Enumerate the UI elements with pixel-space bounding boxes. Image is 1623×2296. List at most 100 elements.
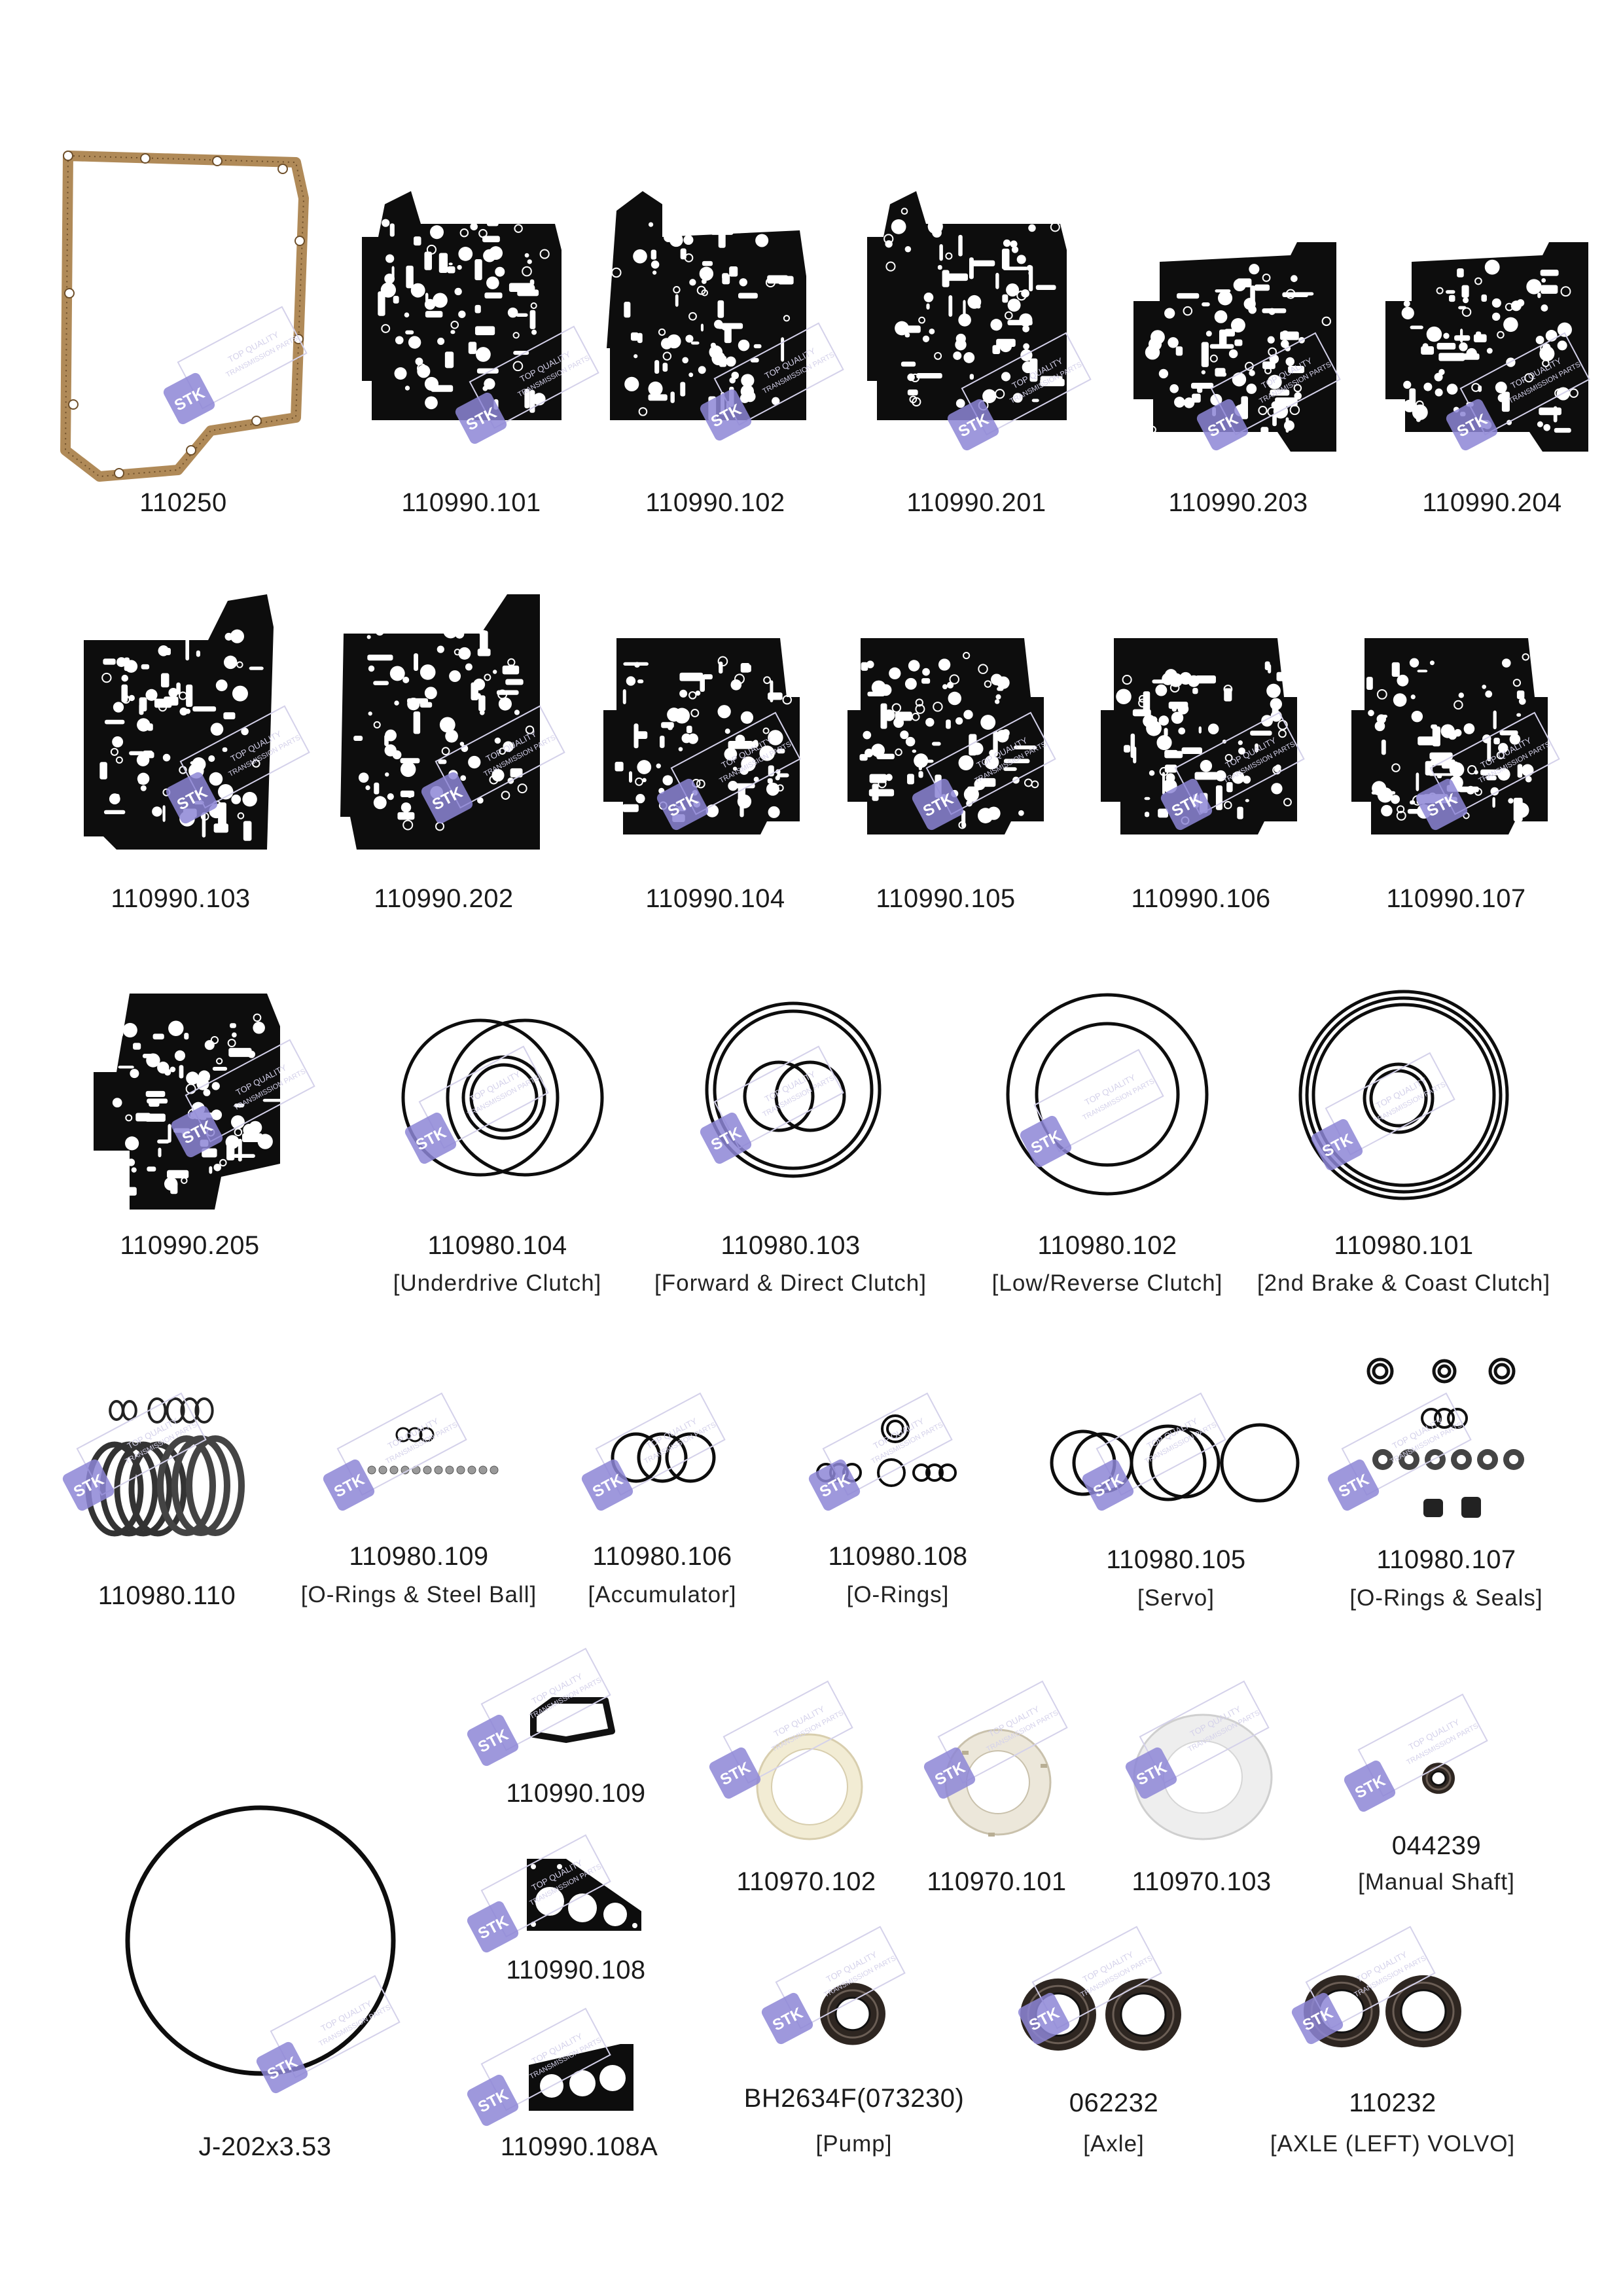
part-code-axle-seal-110232: 110232 — [1349, 2089, 1436, 2117]
part-code-o-ring-seal-kit-110980-107: 110980.107 — [1376, 1545, 1516, 1574]
o-ring-set-icon-1 — [611, 1432, 716, 1483]
part-code-valve-body-gasket-110990-201: 110990.201 — [906, 488, 1046, 517]
part-desc-o-ring-seal-kit-110980-107: [O-Rings & Seals] — [1349, 1585, 1543, 1611]
part-code-ring-kit-110980-101: 110980.101 — [1334, 1231, 1474, 1260]
part-code-pump-seal-bh2634f: BH2634F(073230) — [743, 2084, 965, 2113]
part-code-valve-body-gasket-110990-107: 110990.107 — [1386, 884, 1526, 913]
part-code-valve-body-gasket-110990-203: 110990.203 — [1168, 488, 1308, 517]
part-code-sealing-ring-kit-110980-110: 110980.110 — [98, 1581, 236, 1610]
valve-body-gasket-icon-9 — [847, 638, 1044, 834]
part-desc-axle-seal-110232: [AXLE (LEFT) VOLVO] — [1270, 2131, 1516, 2157]
part-code-plate-gasket-110990-108a: 110990.108A — [500, 2132, 658, 2161]
manual-shaft-seal-icon — [1422, 1763, 1455, 1794]
part-code-plate-gasket-110990-108: 110990.108 — [506, 1956, 646, 1984]
clutch-ring-set-icon-2 — [705, 1001, 882, 1178]
part-code-pan-gasket-110250: 110250 — [139, 488, 227, 517]
part-code-valve-body-gasket-110990-102: 110990.102 — [645, 488, 785, 517]
part-code-valve-body-gasket-110990-202: 110990.202 — [374, 884, 514, 913]
part-code-o-ring-kit-110980-105: 110980.105 — [1106, 1545, 1246, 1574]
teflon-washer-icon — [756, 1733, 863, 1840]
part-code-o-ring-j-202x3-53: J-202x3.53 — [198, 2132, 332, 2161]
valve-body-gasket-icon-3 — [867, 191, 1067, 420]
small-gasket-icon — [530, 1697, 615, 1743]
part-desc-axle-seal-062232: [Axle] — [1083, 2131, 1145, 2157]
part-desc-o-ring-kit-110980-106: [Accumulator] — [588, 1582, 737, 1607]
part-code-valve-body-gasket-110990-204: 110990.204 — [1422, 488, 1562, 517]
part-code-o-ring-kit-110980-109: 110980.109 — [349, 1542, 489, 1571]
part-desc-manual-shaft-seal-044239: [Manual Shaft] — [1358, 1869, 1515, 1895]
o-ring-steel-ball-icon — [367, 1427, 499, 1475]
part-code-axle-seal-062232: 062232 — [1069, 2089, 1159, 2117]
part-code-small-gasket-110990-109: 110990.109 — [506, 1779, 646, 1808]
part-code-ring-kit-110980-104: 110980.104 — [427, 1231, 567, 1260]
part-code-valve-body-gasket-110990-103: 110990.103 — [111, 884, 251, 913]
part-desc-ring-kit-110980-104: [Underdrive Clutch] — [393, 1270, 602, 1296]
valve-body-gasket-icon-5 — [1385, 242, 1588, 452]
part-desc-o-ring-kit-110980-108: [O-Rings] — [846, 1582, 950, 1607]
part-desc-ring-kit-110980-103: [Forward & Direct Clutch] — [654, 1270, 927, 1296]
thrust-washer-icon-2 — [1133, 1713, 1273, 1840]
part-code-teflon-washer-110970-102: 110970.102 — [736, 1867, 876, 1896]
valve-body-gasket-icon-7 — [340, 594, 540, 850]
part-desc-pump-seal-bh2634f: [Pump] — [815, 2131, 893, 2157]
valve-body-gasket-icon-4 — [1133, 242, 1336, 452]
valve-body-gasket-icon-10 — [1101, 638, 1297, 834]
clutch-ring-set-icon-4 — [1298, 990, 1509, 1200]
part-code-valve-body-gasket-110990-205: 110990.205 — [120, 1231, 260, 1260]
part-code-valve-body-gasket-110990-101: 110990.101 — [401, 488, 541, 517]
part-code-valve-body-gasket-110990-104: 110990.104 — [645, 884, 785, 913]
big-o-ring-icon — [125, 1805, 396, 2076]
part-code-valve-body-gasket-110990-106: 110990.106 — [1131, 884, 1271, 913]
thrust-washer-icon-1 — [944, 1729, 1052, 1837]
part-code-o-ring-kit-110980-106: 110980.106 — [592, 1542, 732, 1571]
part-code-manual-shaft-seal-044239: 044239 — [1391, 1831, 1482, 1860]
part-code-valve-body-gasket-110990-105: 110990.105 — [876, 884, 1016, 913]
part-desc-ring-kit-110980-102: [Low/Reverse Clutch] — [991, 1270, 1223, 1296]
part-desc-o-ring-kit-110980-109: [O-Rings & Steel Ball] — [300, 1582, 537, 1607]
part-code-thrust-washer-110970-101: 110970.101 — [927, 1867, 1067, 1896]
valve-body-gasket-icon-11 — [1351, 638, 1548, 834]
clutch-ring-set-icon-3 — [1006, 993, 1209, 1196]
o-ring-seal-set-icon — [1366, 1357, 1524, 1518]
part-desc-ring-kit-110980-101: [2nd Brake & Coast Clutch] — [1257, 1270, 1551, 1296]
part-code-ring-kit-110980-102: 110980.102 — [1037, 1231, 1177, 1260]
cork-pan-gasket-icon — [60, 151, 309, 482]
servo-ring-set-icon — [1050, 1423, 1300, 1503]
valve-body-gasket-icon-2 — [607, 191, 806, 421]
part-code-thrust-washer-110970-103: 110970.103 — [1132, 1867, 1272, 1896]
